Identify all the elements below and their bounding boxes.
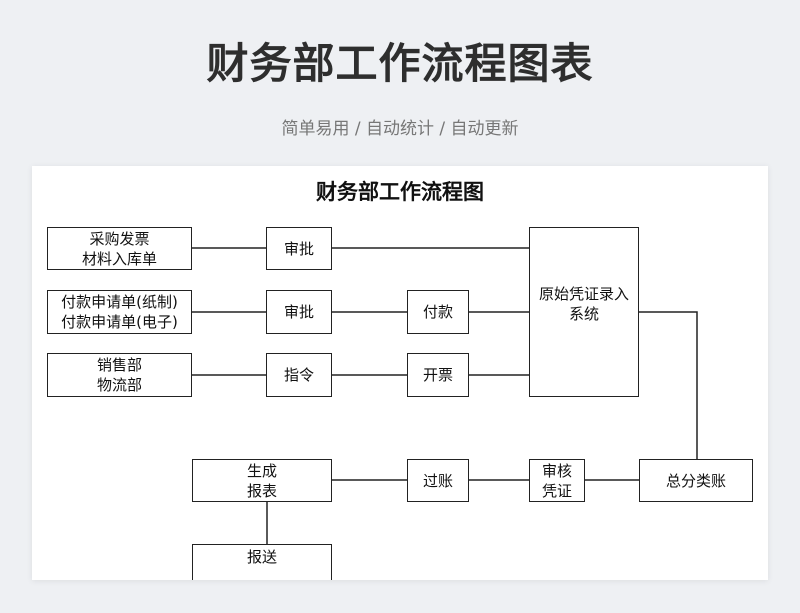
node-label: 审批 xyxy=(283,303,314,321)
node-payment-request: 付款申请单(纸制) 付款申请单(电子) xyxy=(47,290,192,334)
flowchart-connectors xyxy=(192,247,698,544)
node-submit-report: 报送 xyxy=(192,544,332,580)
node-label: 过账 xyxy=(422,471,453,490)
node-label: 原始凭证录入 系统 xyxy=(538,285,629,323)
node-generate-report: 生成 报表 xyxy=(192,459,332,502)
node-issue-invoice: 开票 xyxy=(407,353,469,397)
node-invoice: 采购发票 材料入库单 xyxy=(47,227,192,270)
node-label: 付款 xyxy=(422,303,453,321)
node-label: 报送 xyxy=(246,548,277,566)
page-subtitle: 简单易用 / 自动统计 / 自动更新 xyxy=(281,119,519,139)
flowchart-card: 财务部工作流程图 采购发票 材料入库单 付款申请单(纸制) xyxy=(32,166,768,580)
node-label: 采购发票 材料入库单 xyxy=(81,229,157,268)
node-pay: 付款 xyxy=(407,290,469,334)
node-label: 生成 报表 xyxy=(246,461,277,500)
node-review-voucher: 审核 凭证 xyxy=(529,459,585,502)
node-label: 指令 xyxy=(283,366,314,384)
node-label: 付款申请单(纸制) 付款申请单(电子) xyxy=(61,293,178,331)
node-instruction: 指令 xyxy=(266,353,332,397)
node-label: 审批 xyxy=(283,239,314,258)
node-voucher-entry: 原始凭证录入 系统 xyxy=(529,227,639,397)
connector xyxy=(637,311,698,460)
page-title: 财务部工作流程图表 xyxy=(206,39,594,88)
node-label: 开票 xyxy=(422,366,453,384)
node-post-account: 过账 xyxy=(407,459,469,502)
node-label: 审核 凭证 xyxy=(541,461,572,500)
node-approve-2: 审批 xyxy=(266,290,332,334)
node-general-ledger: 总分类账 xyxy=(639,459,753,502)
node-label: 总分类账 xyxy=(665,471,726,490)
node-approve-1: 审批 xyxy=(266,227,332,270)
flowchart-title: 财务部工作流程图 xyxy=(316,180,484,204)
node-sales-logistics: 销售部 物流部 xyxy=(47,353,192,397)
node-label: 销售部 物流部 xyxy=(96,356,142,394)
